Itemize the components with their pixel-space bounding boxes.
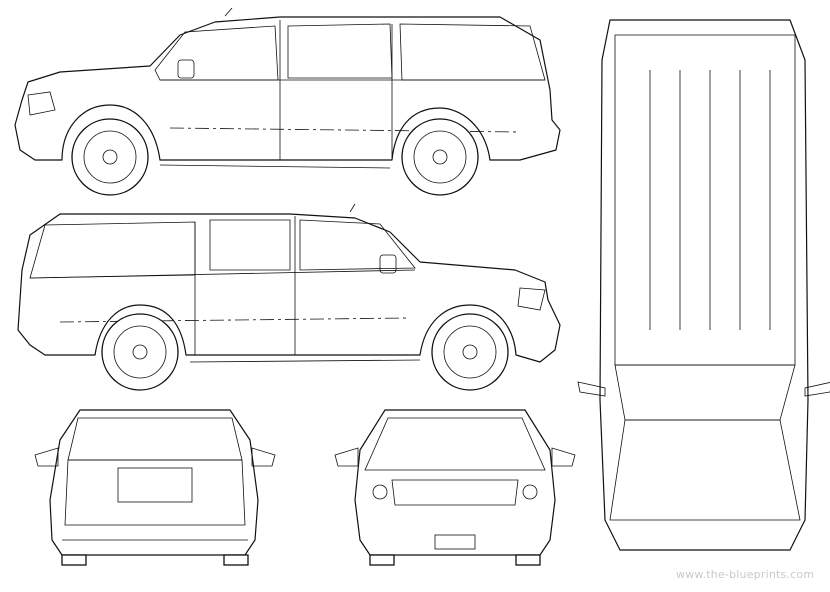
side-view-right	[17, 203, 561, 391]
rear-view	[34, 409, 276, 566]
watermark-text: www.the-blueprints.com	[676, 568, 815, 581]
side-view-left	[14, 7, 561, 196]
top-view	[577, 19, 830, 551]
front-view	[334, 409, 576, 566]
